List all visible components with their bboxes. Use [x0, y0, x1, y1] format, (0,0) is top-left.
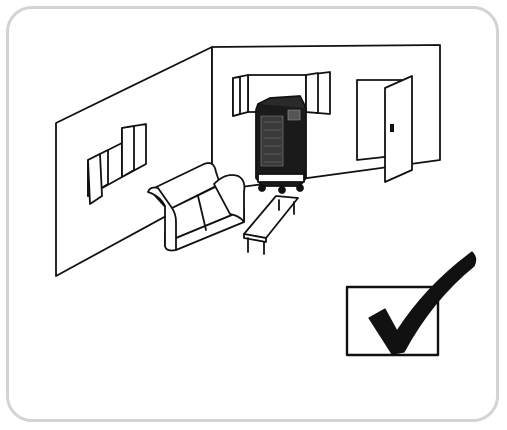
checkmark-box-icon	[347, 252, 476, 355]
coffee-table-icon	[244, 196, 298, 254]
air-cooler-icon	[256, 96, 306, 193]
